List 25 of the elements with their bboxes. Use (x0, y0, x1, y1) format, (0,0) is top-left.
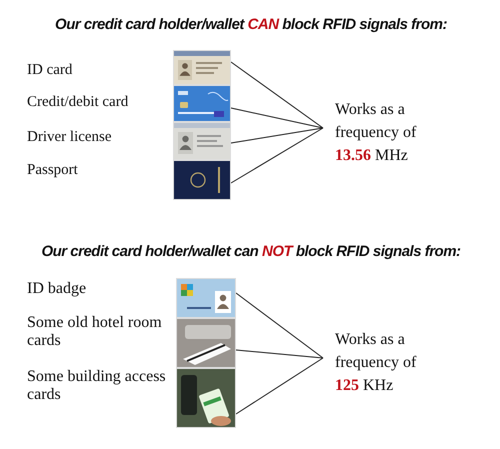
driver-license-picture (173, 122, 231, 160)
section-heading: Our credit card holder/wallet can NOT block RFID signals from: (40, 243, 462, 260)
id-card-picture (173, 50, 231, 85)
card-type-label: ID badge (27, 280, 88, 298)
access-card-reader-photo (176, 368, 236, 428)
frequency-text: Works as a frequency of 125 KHz (323, 328, 435, 398)
card-type-label: Credit/debit card (27, 94, 130, 112)
card-type-label: ID card (27, 62, 74, 80)
passport-picture (173, 160, 231, 200)
connector-line (236, 292, 324, 358)
credit-card-picture (173, 85, 231, 122)
card-type-label: Some old hotel room cards (27, 314, 163, 351)
card-type-label: Driver license (27, 129, 113, 146)
id-badge-picture (176, 278, 236, 318)
hotel-card-reader-photo (176, 318, 236, 368)
connector-line (230, 62, 324, 128)
connector-line (230, 108, 324, 128)
frequency-text: Works as a frequency of 13.56 MHz (323, 98, 435, 168)
section-heading: Our credit card holder/wallet CAN block RFID signals from: (54, 16, 448, 33)
connector-line (236, 358, 324, 414)
card-type-label: Some building access cards (27, 368, 167, 405)
card-type-label: Passport (27, 162, 79, 180)
connector-line (230, 128, 324, 184)
connector-line (230, 128, 324, 144)
connector-line (236, 350, 324, 358)
